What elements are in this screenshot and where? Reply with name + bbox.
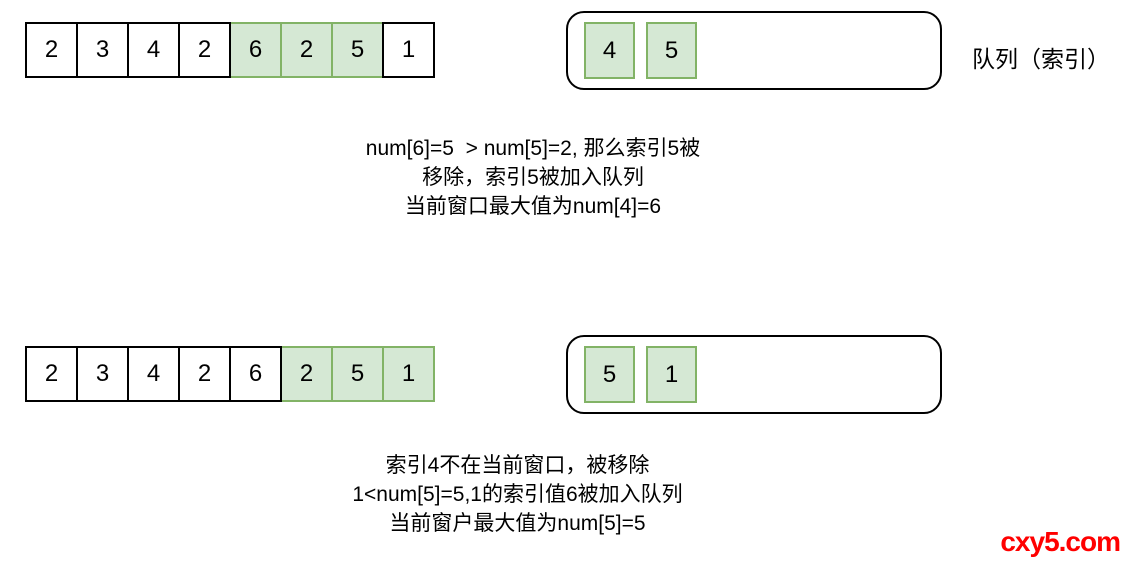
queue-cell: 1 — [646, 346, 697, 403]
array-cell: 5 — [331, 346, 384, 402]
caption-line: 当前窗户最大值为num[5]=5 — [389, 512, 646, 535]
array-cell: 2 — [25, 346, 78, 402]
array-cell: 2 — [178, 22, 231, 78]
caption-line: 当前窗口最大值为num[4]=6 — [404, 195, 662, 218]
queue-label: 队列（索引） — [972, 46, 1110, 72]
array-cell: 4 — [127, 22, 180, 78]
array-cell: 3 — [76, 346, 129, 402]
caption-line: 1<num[5]=5,1的索引值6被加入队列 — [352, 483, 683, 506]
array-cell: 1 — [382, 22, 435, 78]
caption-step2: 索引4不在当前窗口，被移除 1<num[5]=5,1的索引值6被加入队列 当前窗… — [245, 451, 790, 538]
array-cell: 2 — [178, 346, 231, 402]
array-cell: 2 — [280, 346, 333, 402]
caption-line: 索引4不在当前窗口，被移除 — [385, 454, 650, 477]
caption-line: 移除，索引5被加入队列 — [422, 166, 644, 189]
queue-cell: 5 — [646, 22, 697, 79]
array-cell: 1 — [382, 346, 435, 402]
array-cell: 2 — [25, 22, 78, 78]
queue-cell: 5 — [584, 346, 635, 403]
watermark: cxy5.com — [1000, 526, 1121, 557]
caption-line: num[6]=5 > num[5]=2, 那么索引5被 — [365, 137, 701, 160]
array-cell: 6 — [229, 346, 282, 402]
array-cell: 3 — [76, 22, 129, 78]
array-cell: 5 — [331, 22, 384, 78]
caption-step1: num[6]=5 > num[5]=2, 那么索引5被 移除，索引5被加入队列 … — [278, 134, 788, 221]
array-cell: 6 — [229, 22, 282, 78]
array-cell: 4 — [127, 346, 180, 402]
array-cell: 2 — [280, 22, 333, 78]
queue-cell: 4 — [584, 22, 635, 79]
